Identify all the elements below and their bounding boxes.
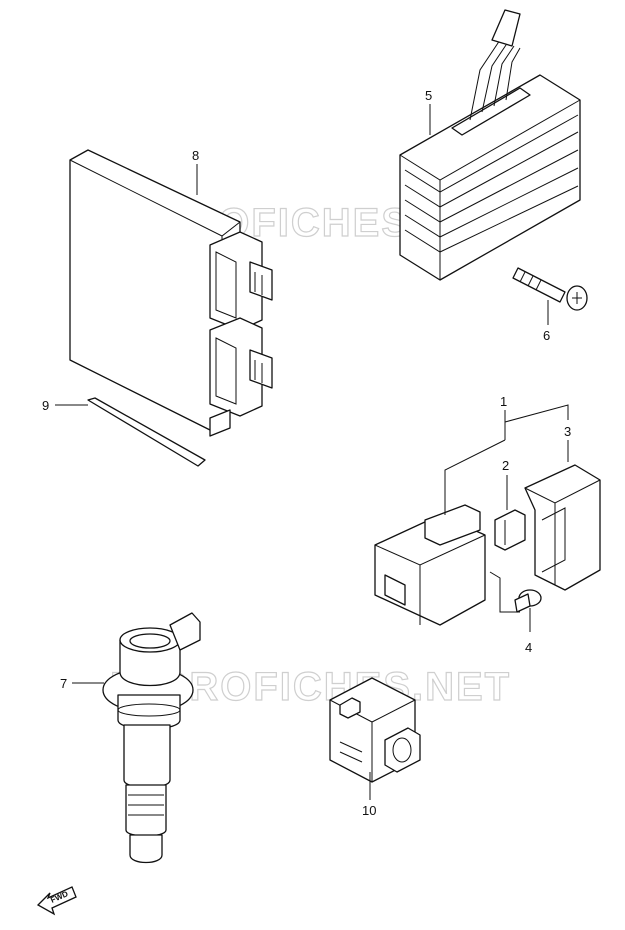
leader-3b xyxy=(504,404,569,423)
part-6-bolt[interactable] xyxy=(512,267,588,311)
label-1: 1 xyxy=(500,394,507,409)
label-3: 3 xyxy=(564,424,571,439)
part-5-regulator[interactable] xyxy=(399,9,581,281)
part-8-ecm[interactable] xyxy=(69,149,273,437)
label-9: 9 xyxy=(42,398,49,413)
label-8: 8 xyxy=(192,148,199,163)
label-2: 2 xyxy=(502,458,509,473)
label-10: 10 xyxy=(362,803,376,818)
part-4-screw[interactable] xyxy=(514,589,542,613)
label-6: 6 xyxy=(543,328,550,343)
part-3-cover[interactable] xyxy=(524,464,601,591)
label-5: 5 xyxy=(425,88,432,103)
part-10-module[interactable] xyxy=(329,677,421,783)
part-2-clip[interactable] xyxy=(494,509,526,551)
label-7: 7 xyxy=(60,676,67,691)
part-7-ignition-coil[interactable] xyxy=(102,612,201,864)
leader-1 xyxy=(444,439,506,515)
part-1-relay[interactable] xyxy=(374,504,486,626)
label-4: 4 xyxy=(525,640,532,655)
part-9-cushion[interactable] xyxy=(87,397,206,467)
leader-4a xyxy=(489,571,520,613)
fwd-arrow-icon: FWD xyxy=(36,886,77,916)
